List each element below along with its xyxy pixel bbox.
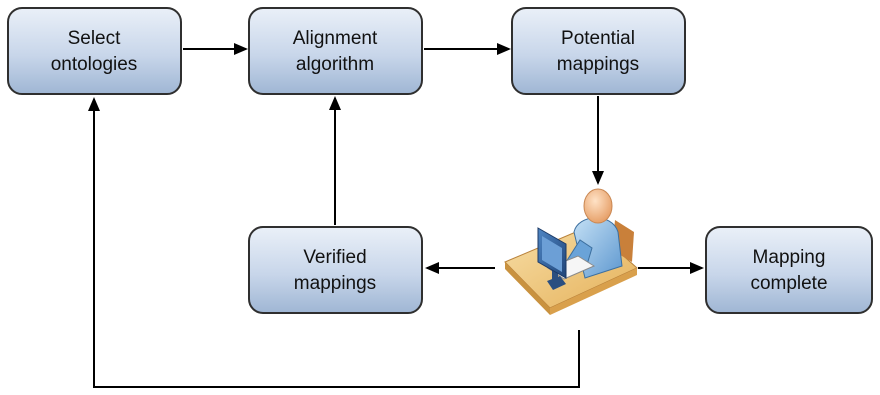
node-potential-mappings-line1: Potential [561, 28, 635, 49]
node-mapping-complete: Mapping complete [705, 226, 873, 314]
arrow-user-to-select-loop [88, 97, 580, 388]
node-alignment-algorithm: Alignment algorithm [248, 7, 423, 95]
node-mapping-complete-line2: complete [750, 273, 827, 294]
node-mapping-complete-line1: Mapping [753, 247, 826, 268]
node-potential-mappings-line2: mappings [557, 54, 639, 75]
node-alignment-algorithm-line2: algorithm [296, 54, 374, 75]
node-verified-mappings-line1: Verified [303, 247, 366, 268]
node-select-ontologies: Select ontologies [7, 7, 182, 95]
node-alignment-algorithm-line1: Alignment [293, 28, 378, 49]
node-verified-mappings-line2: mappings [294, 273, 376, 294]
node-potential-mappings: Potential mappings [511, 7, 686, 95]
node-select-ontologies-line2: ontologies [51, 54, 138, 75]
node-select-ontologies-line1: Select [68, 28, 122, 49]
node-verified-mappings: Verified mappings [248, 226, 423, 314]
user-at-computer-icon [504, 188, 638, 315]
